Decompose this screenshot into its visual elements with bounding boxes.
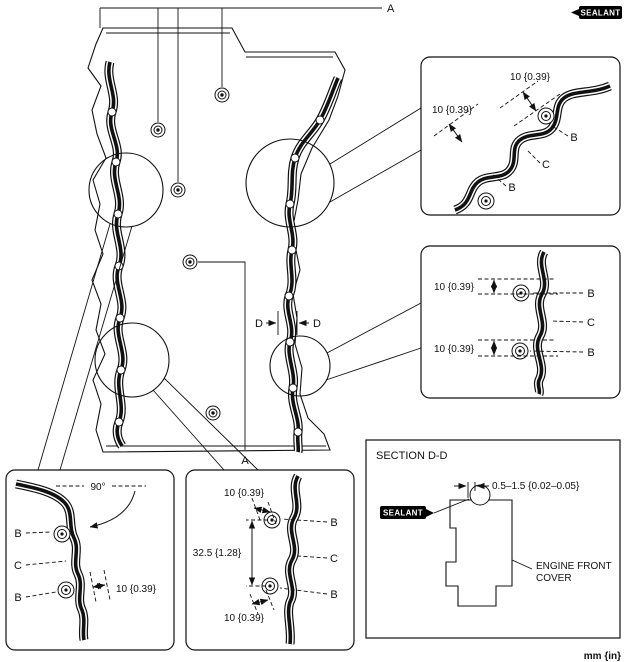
callout-circle-upper-right — [245, 138, 335, 228]
detail-bead — [532, 249, 550, 397]
badge-pointer-icon — [426, 509, 434, 517]
bolt-hole — [150, 122, 166, 138]
dim-label: 10 {0.39} — [434, 282, 475, 293]
label-d-left: D — [255, 318, 263, 330]
detail-box-bottom-left: 90° B C B 10 {0.39} — [5, 469, 175, 651]
detail-box-top-right: 10 {0.39} 10 {0.39} B C B — [420, 56, 621, 216]
cover-cross-section — [445, 499, 513, 607]
angle-annotation — [56, 485, 146, 529]
detail-box-bottom-mid: 10 {0.39} 32.5 {1.28} 10 {0.39} B C B — [185, 469, 355, 651]
callout-circle-upper-left — [88, 152, 164, 228]
dim-label: 10 {0.39} — [224, 488, 265, 499]
sealant-badge-label: SEALANT — [581, 9, 621, 18]
sealant-bead-cross-section — [469, 484, 491, 506]
label-b-lower: B — [330, 589, 337, 601]
label-c: C — [587, 317, 595, 329]
section-dd-cut-marks — [266, 311, 309, 335]
bolt-hole — [205, 405, 221, 421]
bolt-hole — [57, 581, 75, 599]
dimension-lines — [25, 531, 111, 603]
engine-front-cover-drawing — [37, 7, 422, 471]
dim-label: 10 {0.39} — [116, 584, 157, 595]
sealant-badge-label: SEALANT — [383, 509, 423, 518]
callout-circle-lower-left — [94, 322, 170, 398]
detail-bead — [15, 479, 89, 641]
bolt-hole — [477, 192, 495, 210]
sealant-bead-right — [283, 76, 343, 454]
bolt-hole — [512, 284, 530, 302]
label-b-upper: B — [587, 288, 594, 300]
section-dd-box: SECTION D-D 0.5–1.5 {0.02–0.05} SEALANT … — [365, 439, 621, 639]
bolt-hole — [511, 342, 529, 360]
dim-label: 32.5 {1.28} — [193, 548, 242, 559]
label-c: C — [330, 553, 338, 565]
label-a-top: A — [387, 3, 395, 15]
label-b-lower: B — [14, 592, 21, 604]
angle-label: 90° — [90, 482, 105, 493]
part-callout: ENGINE FRONT COVER — [511, 559, 612, 584]
dim-label: 10 {0.39} — [224, 613, 265, 624]
sealant-badge: SEALANT — [380, 498, 470, 519]
label-b-lower: B — [508, 182, 515, 194]
dim-label: 10 {0.39} — [432, 105, 473, 116]
dimension-lines — [454, 482, 489, 498]
dim-label: 0.5–1.5 {0.02–0.05} — [492, 481, 580, 492]
callout-leader-lines — [37, 107, 422, 471]
section-dd-title: SECTION D-D — [376, 450, 448, 462]
detail-bead — [284, 473, 303, 645]
units-note: mm {in} — [584, 651, 621, 662]
label-b-upper: B — [330, 517, 337, 529]
detail-box-mid-right: 10 {0.39} 10 {0.39} B C B — [420, 245, 621, 399]
cover-inner-lines — [106, 32, 333, 447]
bolt-hole — [263, 511, 281, 529]
part-label-line1: ENGINE FRONT — [536, 561, 612, 572]
sealant-badge: SEALANT — [571, 6, 622, 19]
label-b-upper: B — [570, 132, 577, 144]
dim-label: 10 {0.39} — [434, 344, 475, 355]
dimension-lines — [433, 80, 569, 187]
bolt-hole — [214, 87, 230, 103]
bolt-hole — [182, 254, 198, 270]
bead-holes — [107, 107, 325, 437]
label-a-bottom: A — [241, 455, 249, 467]
part-label-line2: COVER — [536, 573, 572, 584]
bolt-holes — [150, 87, 230, 421]
bolt-hole — [537, 107, 555, 125]
label-d-right: D — [313, 318, 321, 330]
bolt-hole — [53, 525, 71, 543]
badge-pointer-icon — [571, 9, 579, 16]
label-b-lower: B — [587, 347, 594, 359]
label-c: C — [14, 560, 22, 572]
sealant-bead-left — [104, 60, 128, 449]
cover-outline — [87, 27, 346, 453]
label-b-upper: B — [14, 528, 21, 540]
dim-label: 10 {0.39} — [510, 72, 551, 83]
bolt-hole — [170, 182, 186, 198]
reference-lines-a — [99, 7, 382, 450]
callout-circle-lower-right — [269, 335, 331, 397]
detail-bead — [453, 81, 612, 215]
dimension-lines — [478, 278, 584, 357]
label-c: C — [542, 159, 550, 171]
dimension-lines — [246, 497, 328, 615]
callout-circles — [88, 138, 335, 398]
